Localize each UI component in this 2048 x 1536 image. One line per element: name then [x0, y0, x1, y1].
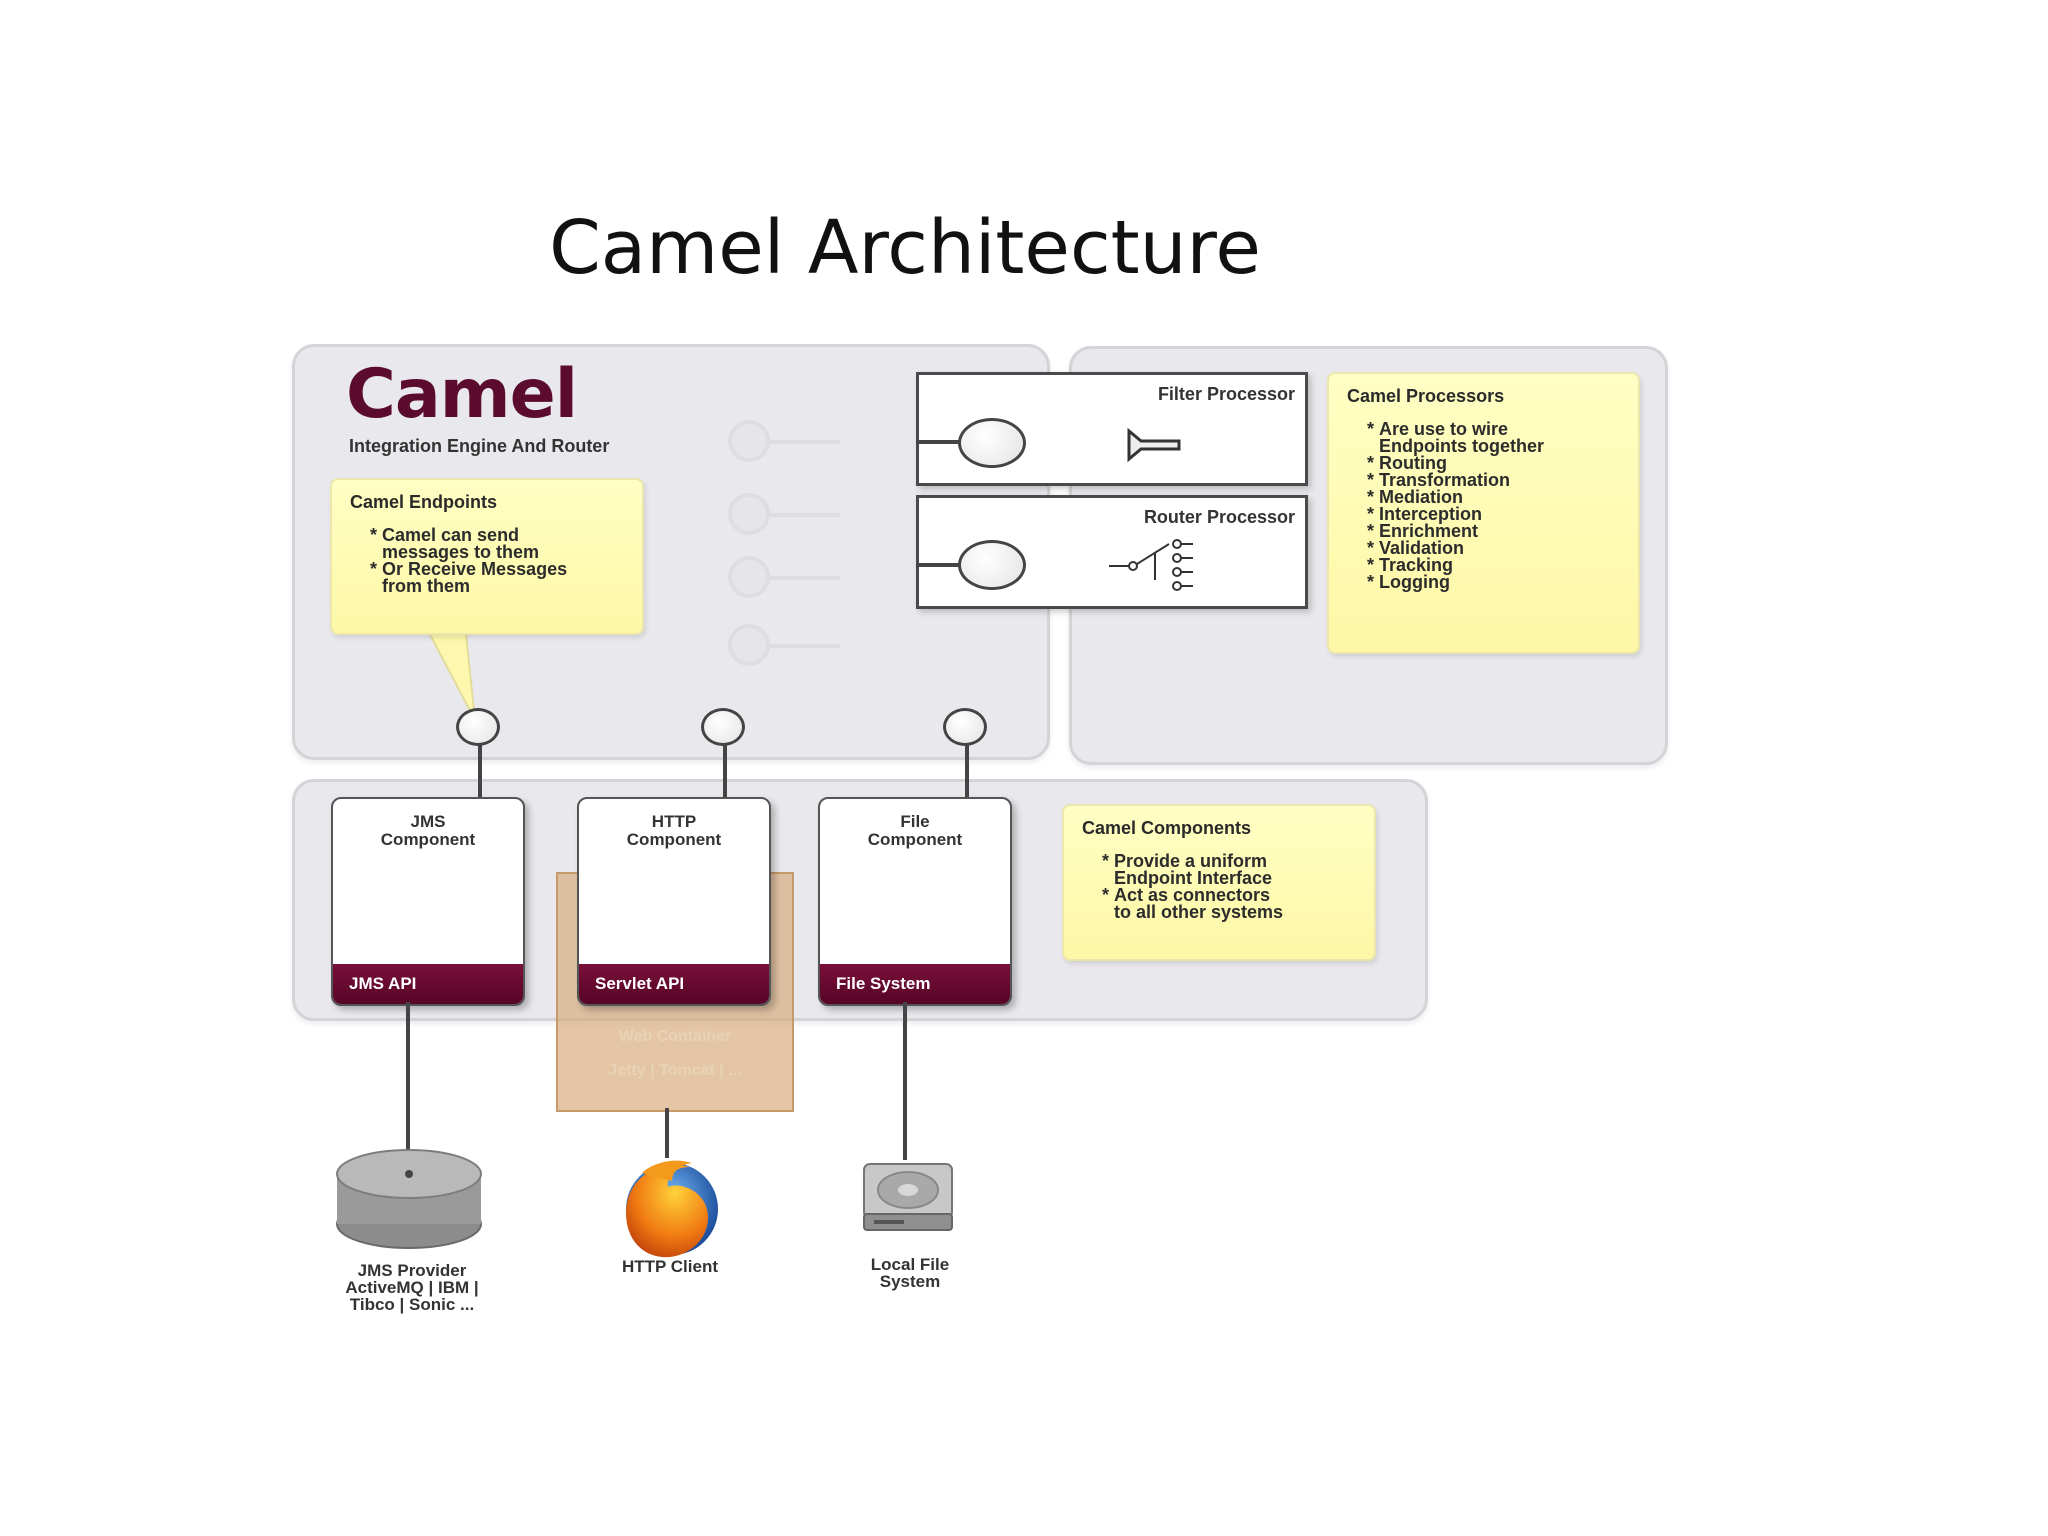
hard-drive-icon [863, 1163, 953, 1231]
list-item: Act as connectors to all other systems [1102, 886, 1283, 921]
list-item: Logging [1367, 573, 1544, 591]
component-api-bar: File System [820, 964, 1010, 1004]
list-item: Are use to wire Endpoints together [1367, 420, 1544, 455]
component-api-bar: Servlet API [579, 964, 769, 1004]
list-item: Or Receive Messages from them [370, 560, 567, 595]
camel-components-note: Camel Components Provide a uniform Endpo… [1062, 804, 1376, 961]
funnel-icon [1127, 427, 1181, 463]
web-container-servers: Jetty | Tomcat | ... [608, 1062, 742, 1079]
list-item: Transformation [1367, 471, 1544, 489]
ghost-endpoint [728, 556, 770, 598]
database-icon [336, 1149, 482, 1249]
router-icon [1109, 539, 1193, 591]
firefox-icon [626, 1160, 718, 1258]
ghost-endpoint [728, 624, 770, 666]
component-title: File Component [867, 812, 963, 849]
camel-endpoints-note: Camel Endpoints Camel can send messages … [330, 478, 644, 635]
note-title: Camel Endpoints [350, 492, 498, 512]
ghost-endpoint [728, 420, 770, 462]
camel-logo: Camel [346, 355, 578, 434]
file-component: File Component File System [818, 797, 1012, 1006]
component-title: JMS Component [380, 812, 476, 849]
component-api-bar: JMS API [333, 964, 523, 1004]
list-item: Provide a uniform Endpoint Interface [1102, 852, 1283, 887]
list-item: Interception [1367, 505, 1544, 523]
component-endpoint [701, 708, 745, 746]
list-item: Mediation [1367, 488, 1544, 506]
list-item: Camel can send messages to them [370, 526, 567, 561]
camel-processors-note: Camel Processors Are use to wire Endpoin… [1327, 372, 1640, 654]
list-item: Tracking [1367, 556, 1544, 574]
processor-endpoint [958, 418, 1026, 468]
camel-subtitle: Integration Engine And Router [349, 436, 610, 456]
http-component: HTTP Component Servlet API [577, 797, 771, 1006]
component-endpoint [456, 708, 500, 746]
web-container-label: Web Container [618, 1028, 732, 1045]
note-title: Camel Processors [1347, 386, 1505, 406]
processor-title: Filter Processor [1157, 384, 1295, 404]
list-item: Enrichment [1367, 522, 1544, 540]
ghost-endpoint [728, 493, 770, 535]
local-file-system-label: Local File System [870, 1255, 950, 1291]
slide-title: Camel Architecture [549, 205, 1261, 291]
processor-endpoint [958, 540, 1026, 590]
jms-component: JMS Component JMS API [331, 797, 525, 1006]
component-endpoint [943, 708, 987, 746]
list-item: Routing [1367, 454, 1544, 472]
jms-provider-label: JMS Provider ActiveMQ | IBM | Tibco | So… [345, 1261, 479, 1314]
list-item: Validation [1367, 539, 1544, 557]
component-title: HTTP Component [626, 812, 722, 849]
processor-title: Router Processor [1143, 507, 1295, 527]
note-title: Camel Components [1082, 818, 1252, 838]
http-client-label: HTTP Client [621, 1257, 719, 1276]
